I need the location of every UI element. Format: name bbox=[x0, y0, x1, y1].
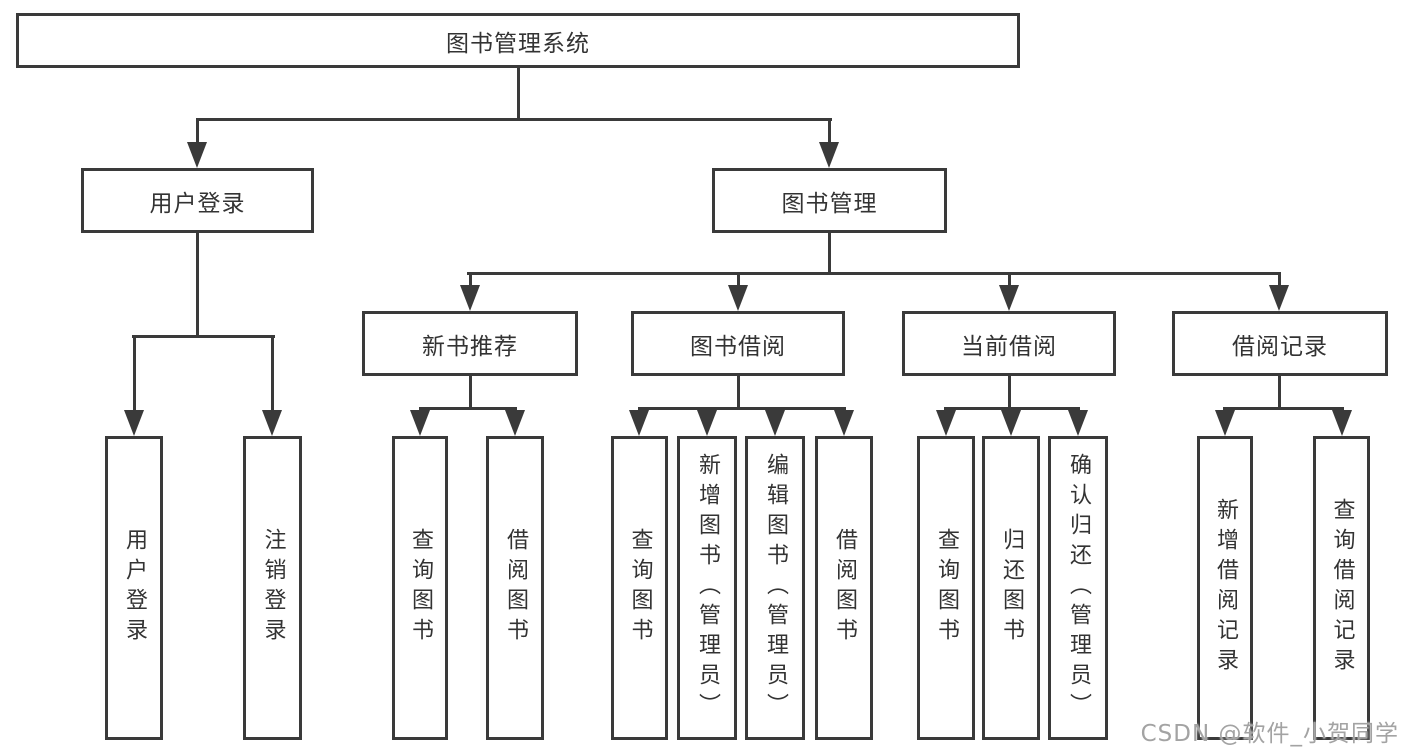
node-g2-borrow-books-label: 借阅图书 bbox=[832, 528, 857, 648]
connector-g1-branch bbox=[419, 407, 517, 410]
node-g4-add-borrow-record: 新增借阅记录 bbox=[1197, 436, 1253, 740]
connector-user-branch bbox=[132, 335, 275, 338]
node-g3-return-books: 归还图书 bbox=[982, 436, 1040, 740]
connector-user-child1-drop bbox=[133, 335, 136, 413]
arrow-down-icon bbox=[936, 410, 956, 436]
node-g2-edit-books-admin-label: 编辑图书（管理员） bbox=[763, 453, 788, 723]
node-book-borrowing-label: 图书借阅 bbox=[690, 333, 786, 360]
node-g3-return-books-label: 归还图书 bbox=[999, 528, 1024, 648]
connector-g2-stub bbox=[737, 376, 740, 410]
arrow-down-icon bbox=[1332, 410, 1352, 436]
node-g3-query-books-label: 查询图书 bbox=[934, 528, 959, 648]
node-g2-query-books-label: 查询图书 bbox=[627, 528, 653, 648]
connector-g2-branch bbox=[638, 407, 846, 410]
node-book-management-label: 图书管理 bbox=[781, 190, 878, 217]
arrow-down-icon bbox=[505, 410, 525, 436]
node-g3-confirm-return-admin-label: 确认归还（管理员） bbox=[1066, 453, 1091, 723]
node-user-login: 用户登录 bbox=[81, 168, 314, 233]
arrow-down-icon bbox=[697, 410, 717, 436]
node-g4-query-borrow-record-label: 查询借阅记录 bbox=[1329, 498, 1355, 678]
arrow-down-icon bbox=[460, 285, 480, 311]
connector-branch-level3 bbox=[467, 272, 1281, 275]
connector-user-child2-drop bbox=[271, 335, 274, 413]
node-g2-edit-books-admin: 编辑图书（管理员） bbox=[745, 436, 805, 740]
connector-l3d-drop bbox=[1278, 272, 1281, 288]
node-user-login-label: 用户登录 bbox=[149, 190, 246, 217]
node-g2-borrow-books: 借阅图书 bbox=[815, 436, 873, 740]
connector-l3b-drop bbox=[737, 272, 740, 288]
node-root-label: 图书管理系统 bbox=[446, 30, 590, 57]
node-book-management: 图书管理 bbox=[712, 168, 947, 233]
node-book-borrowing: 图书借阅 bbox=[631, 311, 845, 376]
node-borrowing-records-label: 借阅记录 bbox=[1232, 333, 1328, 360]
arrow-down-icon bbox=[999, 285, 1019, 311]
arrow-down-icon bbox=[1269, 285, 1289, 311]
node-g1-query-books: 查询图书 bbox=[392, 436, 448, 740]
arrow-down-icon bbox=[728, 285, 748, 311]
connector-g3-branch bbox=[944, 407, 1080, 410]
node-g1-borrow-books: 借阅图书 bbox=[486, 436, 544, 740]
node-logout-action-label: 注销登录 bbox=[260, 528, 286, 648]
node-current-borrowing: 当前借阅 bbox=[902, 311, 1116, 376]
arrow-down-icon bbox=[1001, 410, 1021, 436]
arrow-down-icon bbox=[819, 142, 839, 168]
node-g1-borrow-books-label: 借阅图书 bbox=[503, 528, 528, 648]
node-g3-confirm-return-admin: 确认归还（管理员） bbox=[1048, 436, 1108, 740]
arrow-down-icon bbox=[410, 410, 430, 436]
node-g4-add-borrow-record-label: 新增借阅记录 bbox=[1213, 498, 1238, 678]
node-g1-query-books-label: 查询图书 bbox=[408, 528, 433, 648]
connector-book-mgmt-drop bbox=[828, 118, 831, 146]
node-g2-add-books-admin: 新增图书（管理员） bbox=[677, 436, 737, 740]
node-g4-query-borrow-record: 查询借阅记录 bbox=[1313, 436, 1370, 740]
node-user-login-action: 用户登录 bbox=[105, 436, 163, 740]
node-g2-query-books: 查询图书 bbox=[611, 436, 668, 740]
connector-l3c-drop bbox=[1008, 272, 1011, 288]
connector-branch-level2 bbox=[196, 118, 832, 121]
watermark: CSDN @软件_小贺同学 bbox=[1140, 721, 1399, 747]
connector-user-login-drop bbox=[196, 118, 199, 146]
node-g2-add-books-admin-label: 新增图书（管理员） bbox=[695, 453, 720, 723]
connector-mgmt-stub bbox=[828, 233, 831, 275]
node-borrowing-records: 借阅记录 bbox=[1172, 311, 1388, 376]
connector-g4-branch bbox=[1223, 407, 1344, 410]
connector-l3a-drop bbox=[469, 272, 472, 288]
arrow-down-icon bbox=[1215, 410, 1235, 436]
connector-g3-stub bbox=[1008, 376, 1011, 410]
connector-root-stub bbox=[517, 68, 520, 121]
node-new-book-recommendation-label: 新书推荐 bbox=[422, 333, 518, 360]
node-current-borrowing-label: 当前借阅 bbox=[961, 333, 1057, 360]
arrow-down-icon bbox=[262, 410, 282, 436]
node-logout-action: 注销登录 bbox=[243, 436, 302, 740]
arrow-down-icon bbox=[629, 410, 649, 436]
connector-g4-stub bbox=[1278, 376, 1281, 410]
node-root: 图书管理系统 bbox=[16, 13, 1020, 68]
arrow-down-icon bbox=[187, 142, 207, 168]
arrow-down-icon bbox=[124, 410, 144, 436]
connector-user-stub bbox=[196, 233, 199, 338]
arrow-down-icon bbox=[765, 410, 785, 436]
node-g3-query-books: 查询图书 bbox=[917, 436, 975, 740]
arrow-down-icon bbox=[1068, 410, 1088, 436]
node-new-book-recommendation: 新书推荐 bbox=[362, 311, 578, 376]
arrow-down-icon bbox=[834, 410, 854, 436]
node-user-login-action-label: 用户登录 bbox=[122, 528, 147, 648]
connector-g1-stub bbox=[469, 376, 472, 410]
